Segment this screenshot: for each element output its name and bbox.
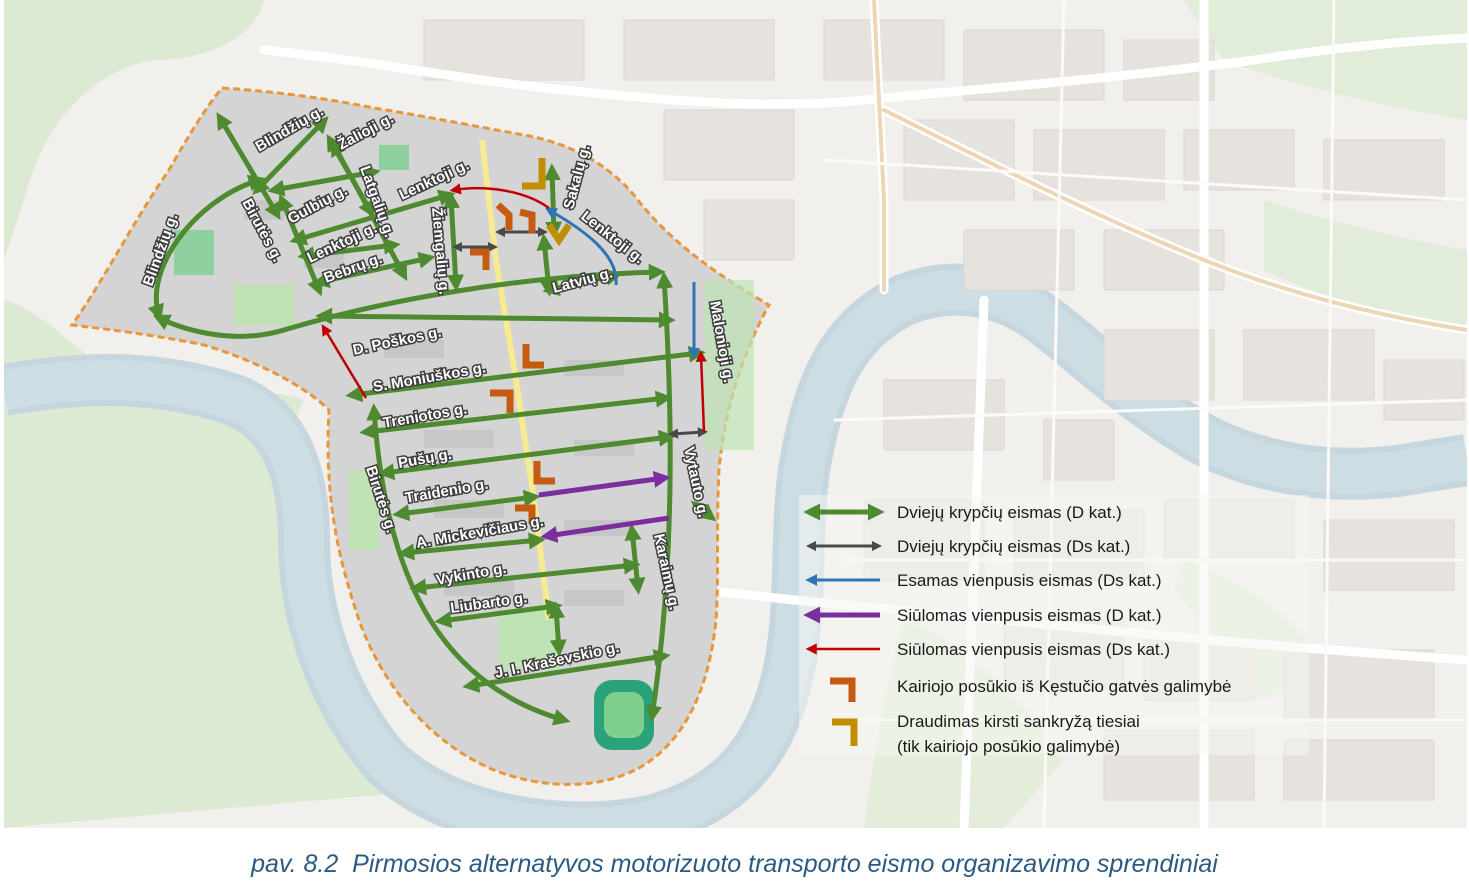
arrow-blue-lenktoji [544, 207, 618, 286]
legend-label: Dviejų krypčių eismas (Ds kat.) [897, 537, 1130, 556]
arrow-red-lenktoji [449, 183, 550, 210]
caption-text: Pirmosios alternatyvos motorizuoto trans… [352, 850, 1218, 878]
legend-label: Draudimas kirsti sankryžą tiesiai [897, 712, 1140, 731]
left-turn-icons [470, 202, 555, 524]
arrow-birutes-south [366, 403, 571, 726]
two-way-ds-arrows [451, 226, 709, 439]
arrow-moniuskos [345, 345, 706, 403]
proposed-one-way-d-arrows [538, 470, 671, 543]
legend-item-two-way-d: Dviejų krypčių eismas (D kat.) [803, 503, 1122, 522]
no-straight-icon [522, 158, 546, 190]
arrow-purple-mickeviciaus [540, 515, 670, 543]
arrow-vytauto-stub [690, 500, 717, 522]
legend-item-two-way-ds: Dviejų krypčių eismas (Ds kat.) [805, 537, 1130, 556]
arrow-sakalu [543, 163, 563, 239]
two-way-d-arrows [147, 112, 717, 726]
legend-label: Dviejų krypčių eismas (D kat.) [897, 503, 1122, 522]
legend: Dviejų krypčių eismas (D kat.) Dviejų kr… [799, 495, 1309, 756]
left-turn-icon [490, 389, 514, 413]
left-turn-icon [522, 344, 544, 369]
legend-item-no-straight: Draudimas kirsti sankryžą tiesiai (tik k… [832, 712, 1140, 756]
legend-label: (tik kairiojo posūkio galimybė) [897, 737, 1120, 756]
no-straight-icon [546, 223, 572, 247]
legend-item-proposed-one-way-d: Siūlomas vienpusis eismas (D kat.) [803, 606, 1162, 625]
legend-item-proposed-one-way-ds: Siūlomas vienpusis eismas (Ds kat.) [805, 640, 1170, 659]
arrow-gray-vytauto [667, 427, 709, 439]
left-turn-icon [515, 504, 536, 524]
arrow-liubarto-vert [548, 601, 567, 657]
map-figure: Blindžių g. Žalioji g. Latgalių g. Gulbi… [4, 0, 1467, 828]
caption-figure-number: pav. 8.2 [251, 850, 339, 878]
arrow-red-vytauto [695, 350, 707, 433]
no-straight-icon [832, 718, 858, 746]
proposed-one-way-ds-arrows [321, 183, 707, 433]
arrow-latviu-h [542, 268, 623, 297]
arrow-blindziu-north [216, 112, 281, 220]
base-map [4, 0, 1467, 828]
left-turn-icon [519, 208, 536, 233]
arrow-purple-traidenio [538, 470, 671, 498]
legend-label: Esamas vienpusis eismas (Ds kat.) [897, 571, 1162, 590]
legend-label: Kairiojo posūkio iš Kęstučio gatvės gali… [897, 677, 1232, 696]
left-turn-icon [470, 248, 490, 270]
legend-item-existing-one-way: Esamas vienpusis eismas (Ds kat.) [805, 571, 1162, 590]
legend-label: Siūlomas vienpusis eismas (Ds kat.) [897, 640, 1170, 659]
left-turn-icon [495, 202, 513, 230]
no-straight-icons [522, 158, 572, 247]
left-turn-icon [533, 461, 555, 485]
arrow-poskos [315, 307, 676, 329]
legend-item-left-turn: Kairiojo posūkio iš Kęstučio gatvės gali… [830, 677, 1232, 702]
existing-one-way-arrows [544, 207, 700, 360]
arrow-karaimu [624, 523, 646, 595]
arrow-red-poskos [321, 324, 368, 399]
left-turn-icon [830, 677, 856, 702]
figure-caption: pav. 8.2 Pirmosios alternatyvos motorizu… [0, 850, 1469, 879]
legend-label: Siūlomas vienpusis eismas (D kat.) [897, 606, 1162, 625]
